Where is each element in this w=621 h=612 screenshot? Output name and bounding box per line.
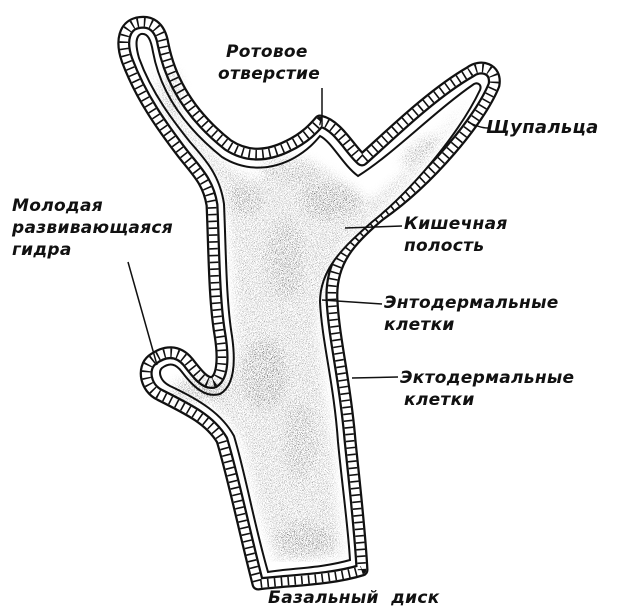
label-bud-line3: гидра bbox=[12, 240, 72, 260]
label-ectoderm-line1: Эктодермальные bbox=[400, 368, 574, 388]
label-ectoderm-line2: клетки bbox=[404, 390, 475, 410]
label-bud-line2: развивающаяся bbox=[12, 218, 173, 238]
label-gut-line2: полость bbox=[404, 236, 484, 256]
label-endoderm-line1: Энтодермальные bbox=[384, 293, 559, 313]
label-tentacles: Щупальца bbox=[486, 118, 599, 138]
label-basal-disc: Базальный диск bbox=[268, 588, 440, 608]
label-mouth-line1: Ротовое bbox=[226, 42, 308, 62]
label-gut-line1: Кишечная bbox=[404, 214, 508, 234]
ectoderm-leader bbox=[352, 377, 398, 378]
label-bud-line1: Молодая bbox=[12, 196, 103, 216]
bud-leader bbox=[128, 262, 157, 365]
label-mouth-line2: отверстие bbox=[218, 64, 320, 84]
label-endoderm-line2: клетки bbox=[384, 315, 455, 335]
